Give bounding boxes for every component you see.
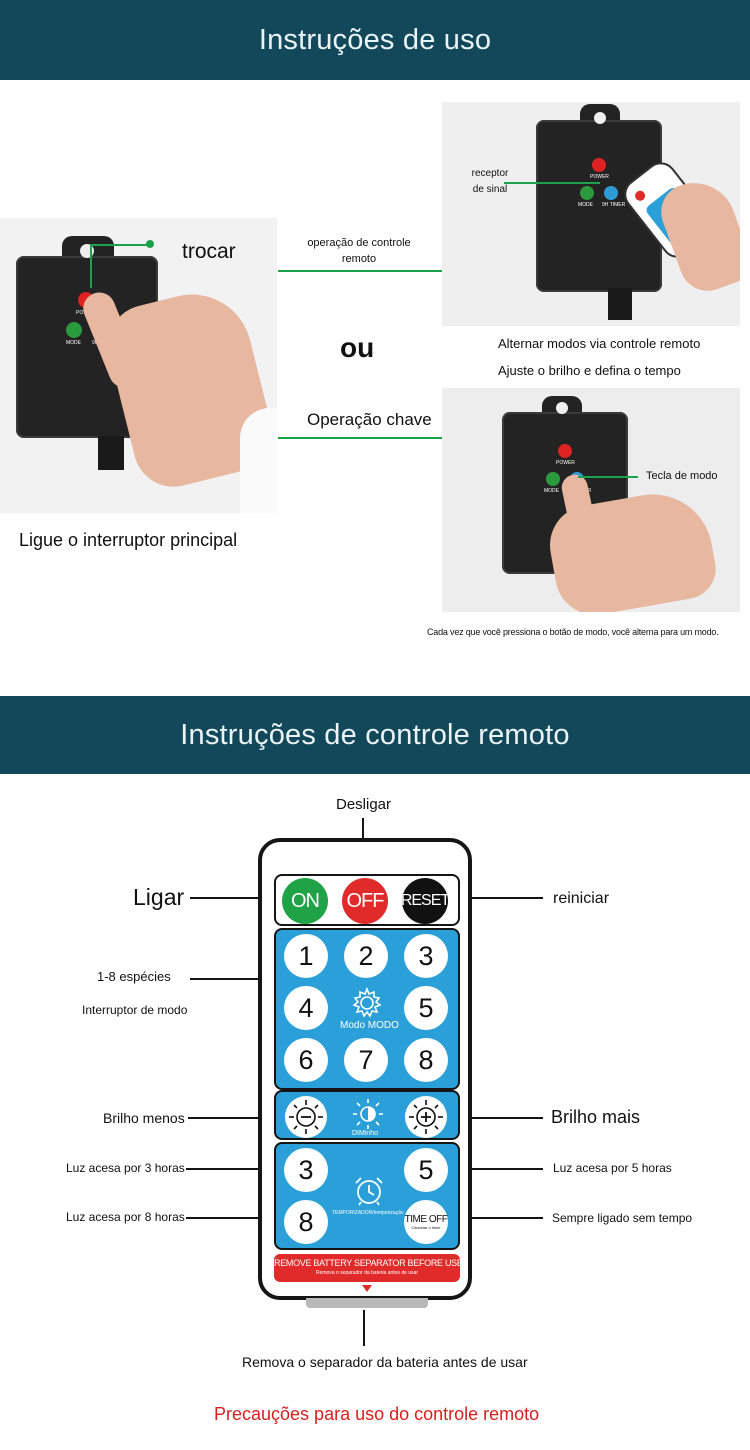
- remote-photo-timer-label: 9H TIMER: [602, 202, 626, 208]
- brightness-plus-icon[interactable]: [404, 1095, 448, 1139]
- remote-instructions-title: Instruções de controle remoto: [180, 718, 570, 751]
- usage-instructions-banner: Instruções de uso: [0, 0, 750, 80]
- mode-key-4[interactable]: 4: [284, 986, 328, 1030]
- remote-photo-power-icon: [592, 158, 606, 172]
- remote-photo-mode-icon: [580, 186, 594, 200]
- mode-button-icon: [66, 322, 82, 338]
- switch-label: trocar: [182, 240, 236, 263]
- mode-key-caption-remote: Modo MODO: [340, 1020, 399, 1031]
- or-label: ou: [340, 332, 375, 363]
- remote-photo: POWER MODE 9H TIMER: [442, 102, 740, 326]
- gear-icon[interactable]: [350, 986, 384, 1020]
- mode-key-3[interactable]: 3: [404, 934, 448, 978]
- off-label: Desligar: [336, 796, 392, 813]
- device-mode-label: MODE: [66, 340, 81, 346]
- always-on-label: Sempre ligado sem tempo: [552, 1211, 693, 1225]
- timer-5h-button[interactable]: 5: [404, 1148, 448, 1192]
- remote-operation-label: operação de controle remoto: [307, 237, 411, 265]
- remote-photo-timer-icon: [604, 186, 618, 200]
- mode-key-photo: POWER MODE 9H TIMER: [442, 388, 740, 612]
- usage-instructions-title: Instruções de uso: [258, 23, 492, 56]
- timer-caption: TEMPORIZADOR/temporização: [332, 1210, 404, 1216]
- precautions-label: Precauções para uso do controle remoto: [214, 1404, 540, 1424]
- mode-photo-mode-label: MODE: [544, 488, 559, 494]
- mode-key-6[interactable]: 6: [284, 1038, 328, 1082]
- mode-key-2[interactable]: 2: [344, 934, 388, 978]
- remote-control: ON OFF RESET 1 2 3 4 5 6 7 8 Modo MODO: [258, 838, 472, 1300]
- timer-5h-label: Luz acesa por 5 horas: [553, 1161, 672, 1175]
- mode-key-8[interactable]: 8: [404, 1038, 448, 1082]
- time-off-button[interactable]: TIME OFF Cancelar o timer: [404, 1200, 448, 1244]
- modes-label-1: 1-8 espécies: [97, 969, 171, 984]
- signal-receiver-label: receptor de sinal: [471, 168, 509, 195]
- mode-key-caption: Cada vez que você pressiona o botão de m…: [427, 627, 719, 637]
- on-button[interactable]: ON: [282, 878, 328, 924]
- switch-caption: Ligue o interruptor principal: [19, 530, 238, 550]
- brightness-plus-label: Brilho mais: [551, 1107, 641, 1127]
- mode-key-7[interactable]: 7: [344, 1038, 388, 1082]
- brightness-minus-label: Brilho menos: [103, 1110, 185, 1126]
- reset-button[interactable]: RESET: [401, 878, 450, 924]
- modes-label-2: Interruptor de modo: [82, 1003, 188, 1017]
- mode-photo-mode-icon: [546, 472, 560, 486]
- power-buttons-panel: ON OFF RESET: [274, 874, 460, 926]
- remote-instructions-banner: Instruções de controle remoto: [0, 696, 750, 774]
- battery-warning-strip: REMOVE BATTERY SEPARATOR BEFORE USE Remo…: [274, 1254, 463, 1282]
- dim-caption: DIMinho: [352, 1130, 379, 1137]
- timer-3h-button[interactable]: 3: [284, 1148, 328, 1192]
- alarm-clock-icon: [355, 1177, 383, 1206]
- brightness-sun-icon: [353, 1099, 383, 1129]
- switch-photo: POWER MODE 9H TIMER: [0, 218, 277, 513]
- remote-photo-mode-label: MODE: [578, 202, 593, 208]
- brightness-minus-icon[interactable]: [284, 1095, 328, 1139]
- brightness-panel: DIMinho: [274, 1090, 460, 1140]
- off-button[interactable]: OFF: [342, 878, 388, 924]
- mode-key-label: Tecla de modo: [646, 470, 718, 482]
- reset-label: reiniciar: [553, 890, 610, 907]
- mode-photo-power-label: POWER: [556, 460, 575, 466]
- battery-warning-subtext: Remova o separador da bateria antes de u…: [315, 1270, 418, 1276]
- remote-caption-line1: Alternar modos via controle remoto: [498, 336, 701, 351]
- mode-key-1[interactable]: 1: [284, 934, 328, 978]
- timer-panel: 3 5 8 TIME OFF Cancelar o timer TEMPORIZ…: [274, 1142, 460, 1250]
- arrow-down-icon: [362, 1285, 372, 1292]
- key-operation-line: [278, 437, 442, 439]
- remote-operation-line: [278, 270, 442, 272]
- battery-separator-tab[interactable]: [306, 1298, 428, 1308]
- time-off-sublabel: Cancelar o timer: [411, 1225, 441, 1230]
- remote-photo-power-label: POWER: [590, 174, 609, 180]
- mode-key-5[interactable]: 5: [404, 986, 448, 1030]
- remove-separator-label: Remova o separador da bateria antes de u…: [242, 1354, 528, 1370]
- remote-caption-line2: Ajuste o brilho e defina o tempo: [498, 363, 681, 378]
- battery-warning-text: REMOVE BATTERY SEPARATOR BEFORE USE: [274, 1258, 463, 1268]
- time-off-label: TIME OFF: [404, 1214, 448, 1225]
- mode-photo-power-icon: [558, 444, 572, 458]
- timer-8h-label: Luz acesa por 8 horas: [66, 1210, 185, 1224]
- key-operation-label: Operação chave: [307, 410, 432, 429]
- on-label: Ligar: [133, 884, 185, 910]
- timer-8h-button[interactable]: 8: [284, 1200, 328, 1244]
- timer-3h-label: Luz acesa por 3 horas: [66, 1161, 185, 1175]
- mode-keys-panel: 1 2 3 4 5 6 7 8 Modo MODO: [274, 928, 460, 1090]
